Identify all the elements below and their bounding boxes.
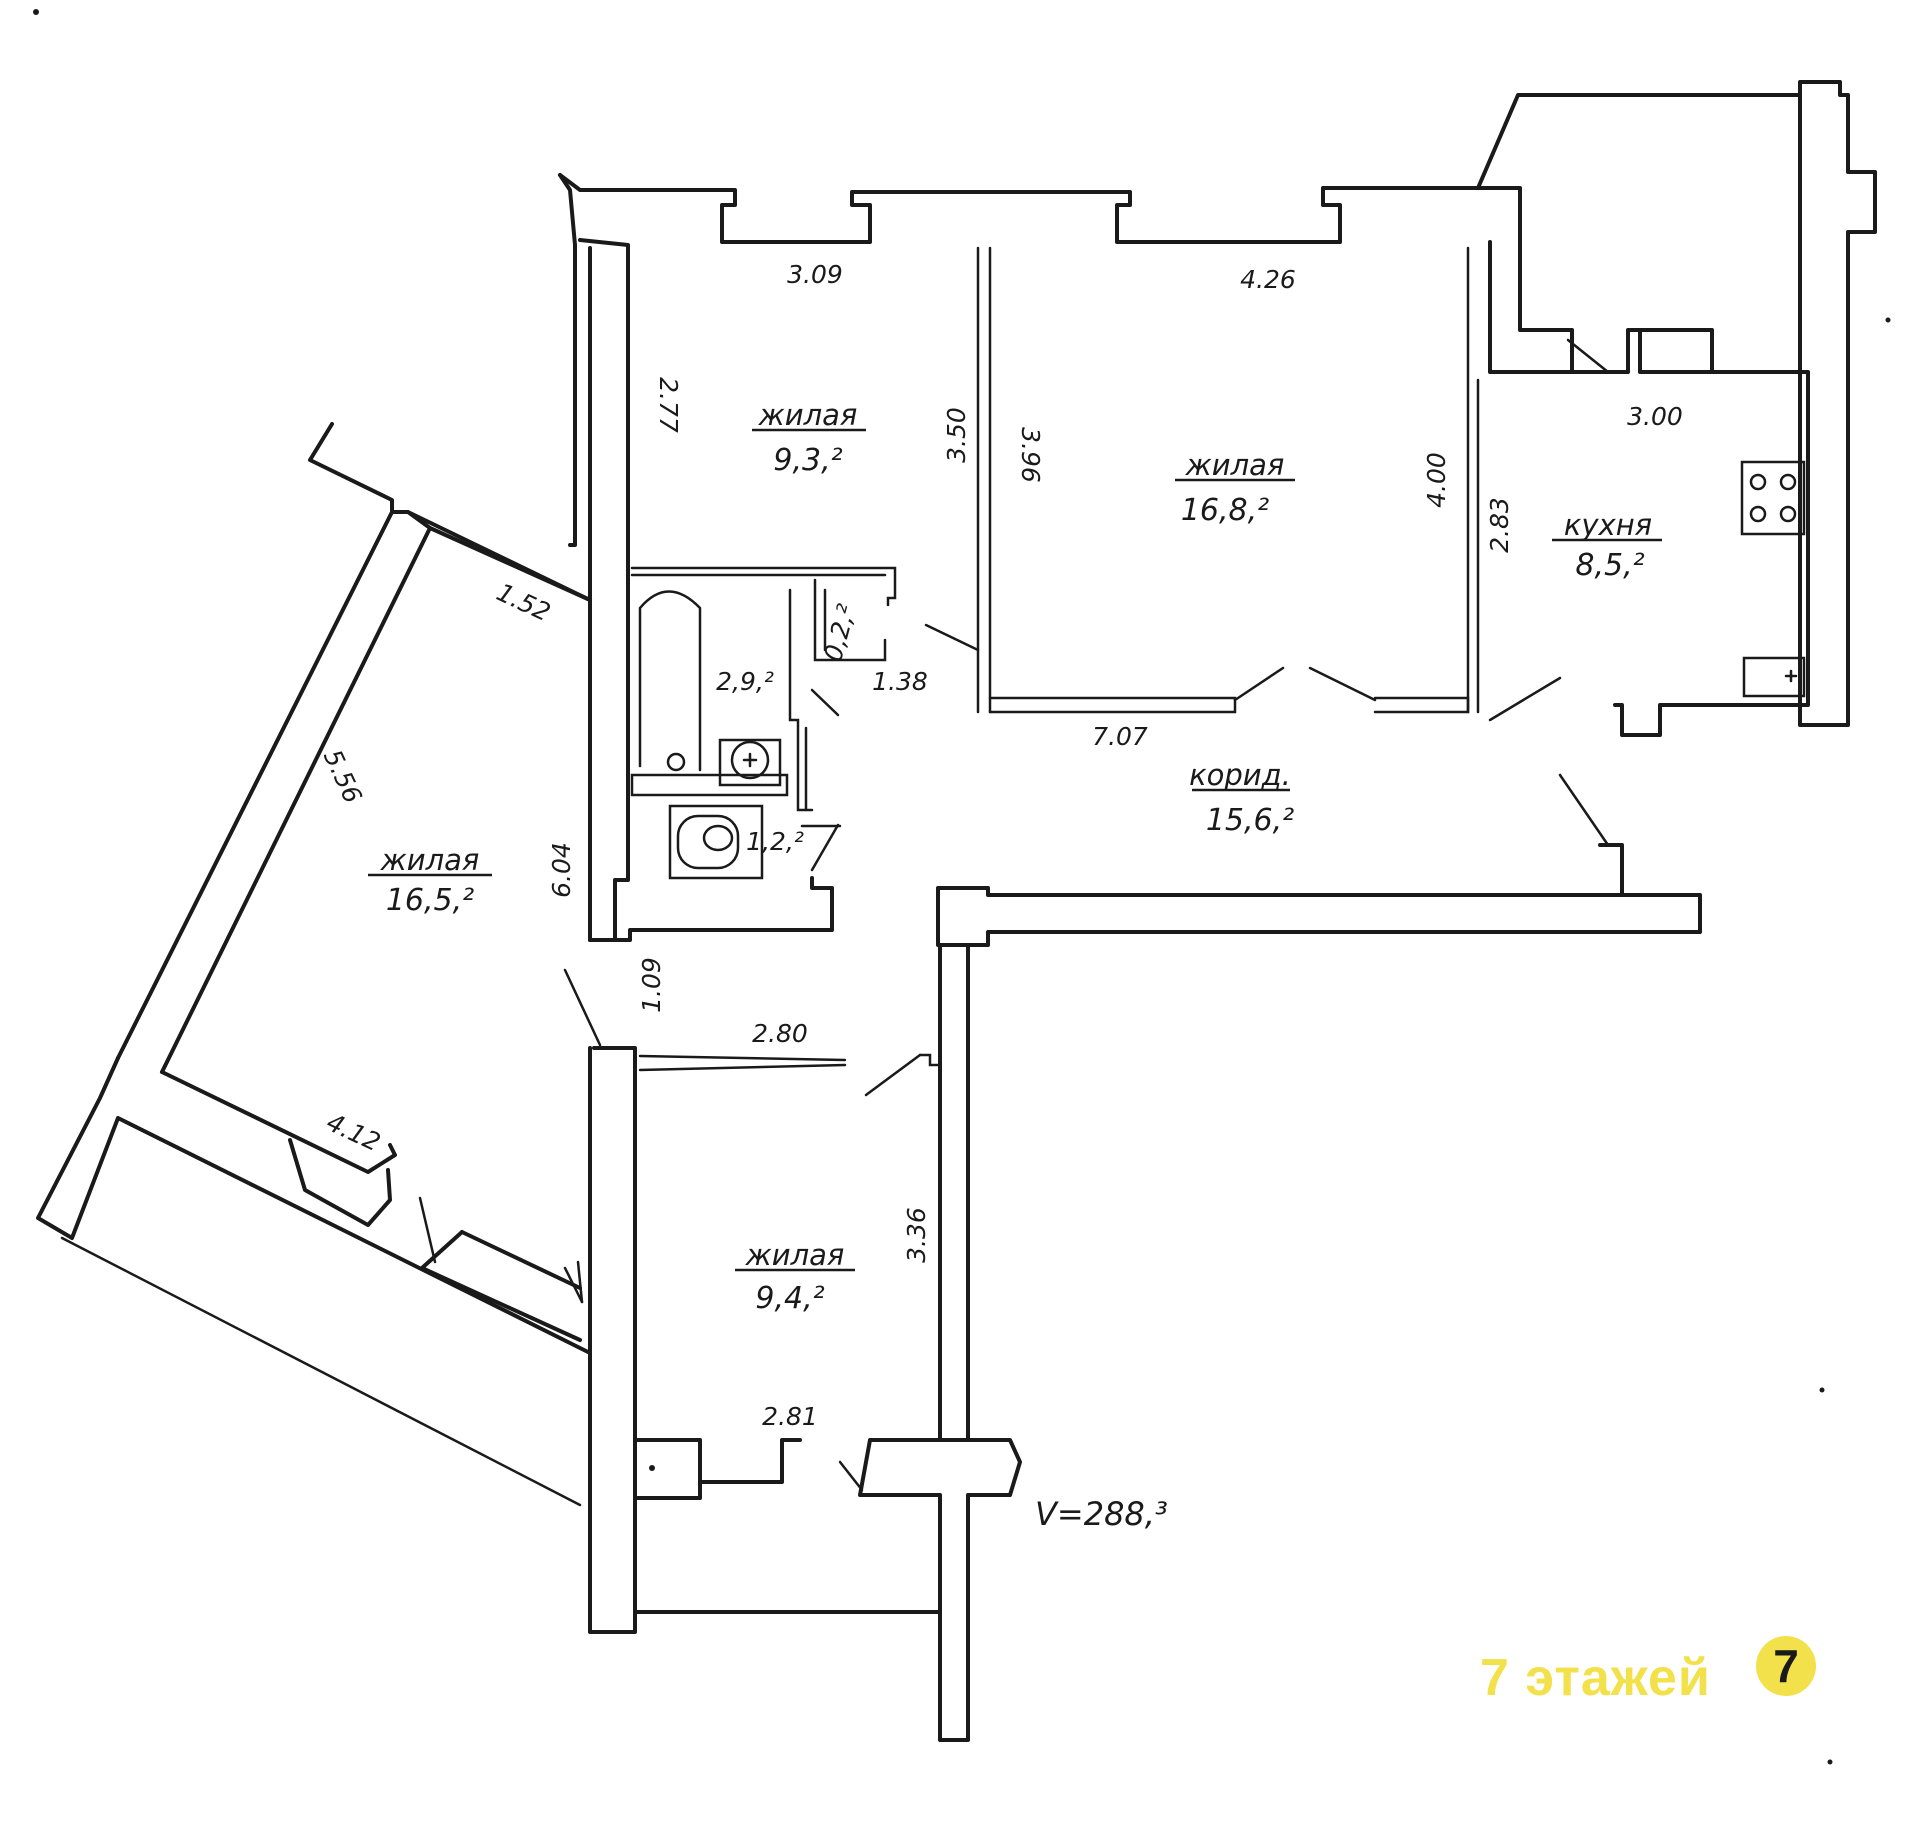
dim-2-81: 2.81 <box>762 1402 818 1431</box>
room-top-center-label: жилая <box>1185 448 1285 482</box>
partitions <box>60 246 1806 1507</box>
corridor-label: корид. <box>1189 758 1291 792</box>
dim-3-36: 3.36 <box>902 1207 931 1263</box>
room-top-center-area: 16,8,² <box>1181 493 1269 528</box>
kitchen-label: кухня <box>1564 508 1652 542</box>
dim-3-50: 3.50 <box>942 407 971 463</box>
svg-text:7: 7 <box>1773 1640 1799 1692</box>
bath-area: 2,9,² <box>716 667 774 696</box>
dim-7-07: 7.07 <box>1092 722 1148 751</box>
dim-2-83: 2.83 <box>1485 497 1514 553</box>
room-left-area: 16,5,² <box>386 883 474 918</box>
dim-4-00: 4.00 <box>1422 452 1451 508</box>
dim-2-80: 2.80 <box>752 1019 808 1048</box>
dim-1-38: 1.38 <box>872 667 928 696</box>
dim-1-09: 1.09 <box>637 957 666 1013</box>
room-labels: жилая 9,3,² жилая 16,8,² кухня 8,5,² кор… <box>368 398 1662 1316</box>
dim-3-09: 3.09 <box>787 260 843 289</box>
dim-6-04: 6.04 <box>547 842 576 898</box>
dim-4-26: 4.26 <box>1240 265 1296 294</box>
kitchen-area: 8,5,² <box>1575 548 1644 583</box>
room-top-left-area: 9,3,² <box>773 443 842 478</box>
dim-1-52: 1.52 <box>492 577 555 627</box>
dim-4-12: 4.12 <box>322 1107 385 1157</box>
toilet-area: 1,2,² <box>746 827 804 856</box>
walls <box>36 80 1877 1742</box>
watermark: 7 этажей 7 <box>1480 1636 1840 1712</box>
watermark-text: 7 этажей <box>1480 1649 1711 1707</box>
corridor-area: 15,6,² <box>1206 803 1294 838</box>
dim-3-96: 3.96 <box>1016 427 1045 483</box>
logo-icon: 7 <box>1756 1636 1816 1696</box>
dim-5-56: 5.56 <box>318 745 368 808</box>
dim-2-77: 2.77 <box>654 377 683 433</box>
room-top-left-label: жилая <box>758 398 858 432</box>
dim-3-00: 3.00 <box>1627 402 1683 431</box>
room-left-label: жилая <box>380 843 480 877</box>
room-bottom-label: жилая <box>745 1238 845 1272</box>
room-bottom-area: 9,4,² <box>755 1281 824 1316</box>
volume-label: V=288,³ <box>1035 1495 1168 1533</box>
